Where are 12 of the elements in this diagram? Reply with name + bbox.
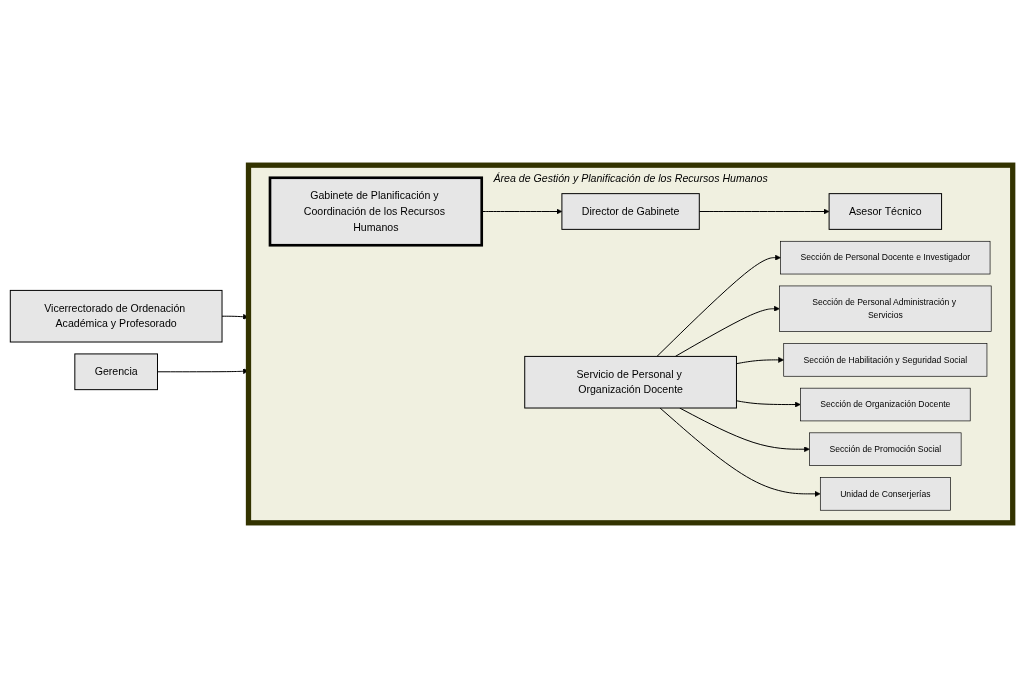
node-box: Sección de Personal Administración y Servicios <box>779 285 992 332</box>
node-box: Sección de Organización Docente <box>800 387 971 422</box>
node-box: Director de Gabinete <box>561 193 700 230</box>
node-box: Sección de Promoción Social <box>809 432 962 466</box>
node-box: Gabinete de Planificación y Coordinación de los Recursos Humanos <box>268 176 484 247</box>
node-box: Sección de Habilitación y Seguridad Social <box>783 343 988 377</box>
node-box: Vicerrectorado de Ordenación Académica y Profesorado <box>9 289 223 343</box>
node-box: Unidad de Conserjerías <box>819 477 951 511</box>
node-box: Gerencia <box>74 353 158 391</box>
node-box: Sección de Personal Docente e Investigador <box>780 240 991 275</box>
node-box: Asesor Técnico <box>828 193 943 230</box>
node-box: Servicio de Personal y Organización Docente <box>524 355 737 409</box>
